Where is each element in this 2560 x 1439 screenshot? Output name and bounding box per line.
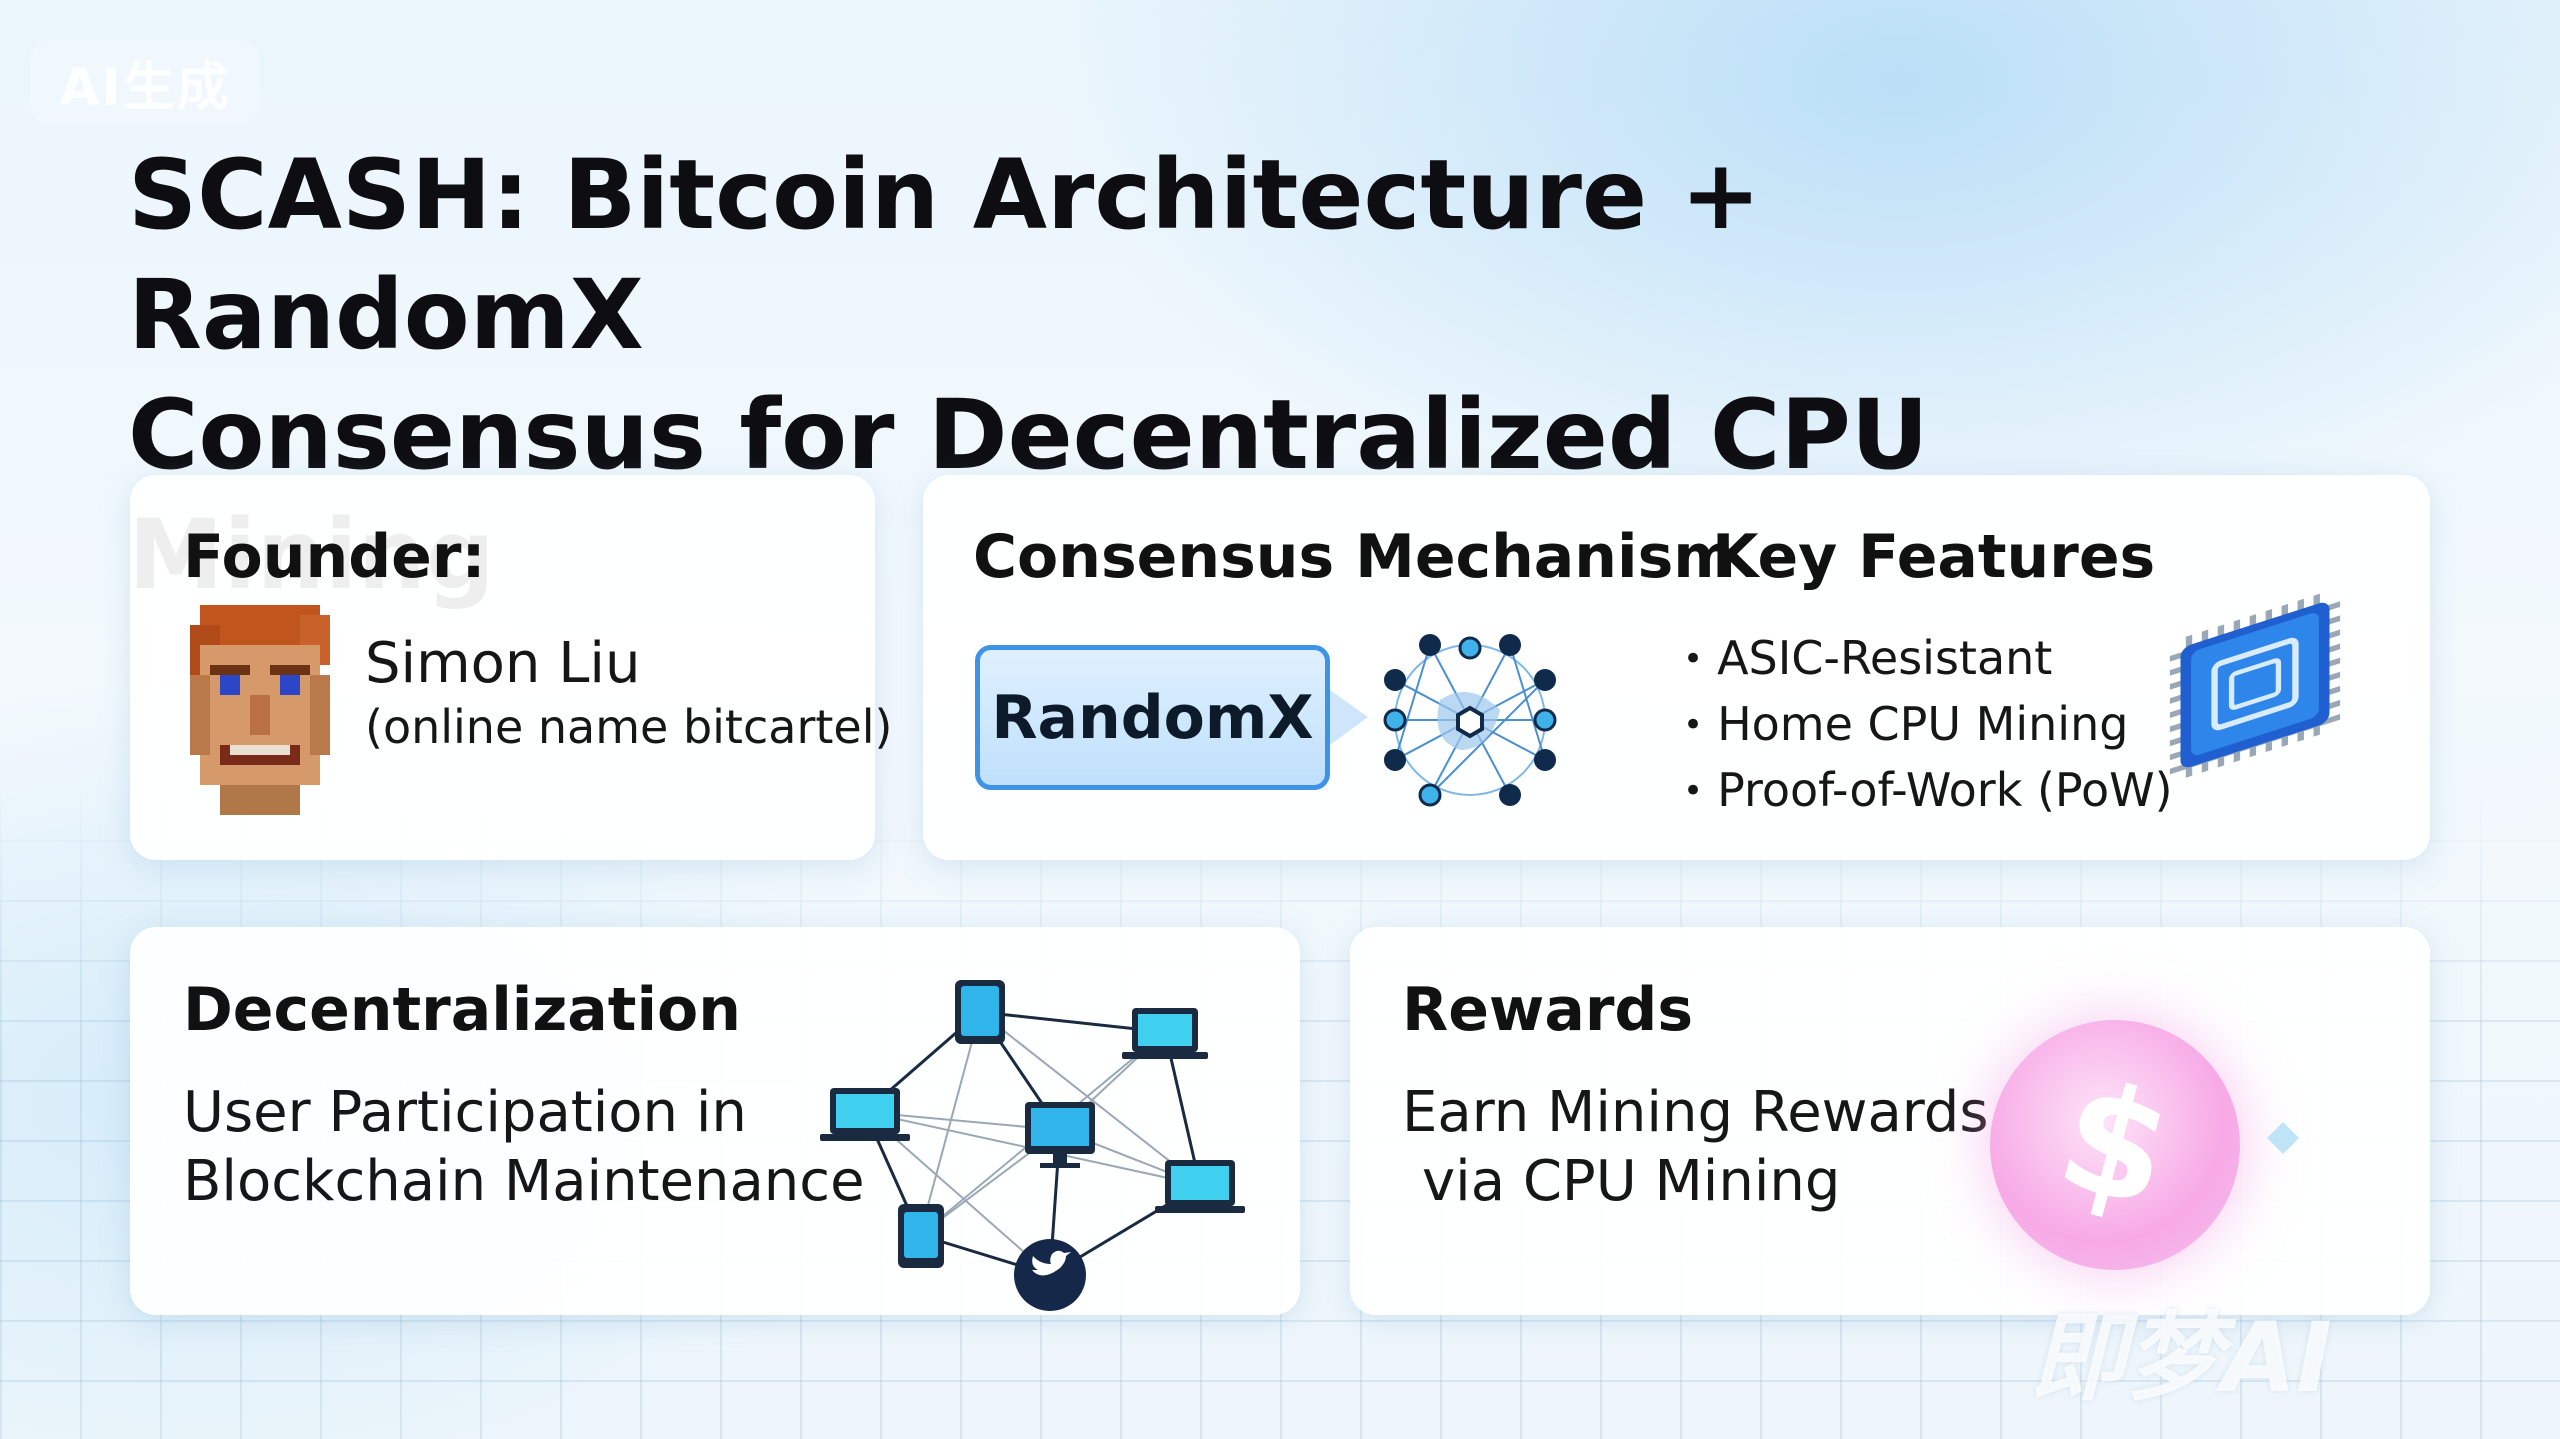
founder-alias: (online name bitcartel) — [365, 700, 893, 754]
dollar-coin-icon: $ — [1990, 1020, 2240, 1270]
features-heading: Key Features — [1712, 522, 2156, 592]
arrow-icon — [1330, 690, 1368, 745]
cpu-chip-icon — [2169, 593, 2341, 778]
rewards-heading: Rewards — [1402, 975, 1694, 1045]
watermark: 即梦AI — [2030, 1302, 2333, 1414]
network-graph-icon — [1383, 634, 1557, 807]
decentralization-card — [130, 927, 1300, 1315]
consensus-heading: Consensus Mechanism — [973, 522, 1736, 592]
founder-heading: Founder: — [183, 522, 486, 592]
decentralization-line-2: Blockchain Maintenance — [183, 1149, 865, 1214]
decentralization-line-1: User Participation in — [183, 1080, 747, 1145]
title-line-1: SCASH: Bitcoin Architecture + RandomX — [128, 139, 1761, 371]
feature-item: ASIC-Resistant — [1683, 628, 2173, 694]
sparkle-icon — [2267, 1122, 2299, 1154]
features-list: ASIC-Resistant Home CPU Mining Proof-of-… — [1683, 628, 2173, 826]
ai-generated-badge: AI生成 — [30, 40, 260, 124]
feature-item: Home CPU Mining — [1683, 694, 2173, 760]
avatar-pixel-face-icon — [190, 605, 330, 815]
rewards-card — [1350, 927, 2430, 1315]
rewards-line-2: via CPU Mining — [1422, 1149, 1841, 1214]
founder-name: Simon Liu — [365, 631, 641, 696]
dollar-symbol: $ — [2042, 1047, 2188, 1243]
feature-item: Proof-of-Work (PoW) — [1683, 760, 2173, 826]
decentralization-heading: Decentralization — [183, 975, 741, 1045]
device-network-icon — [820, 980, 1245, 1311]
randomx-box: RandomX — [975, 645, 1330, 790]
rewards-line-1: Earn Mining Rewards — [1402, 1080, 1989, 1145]
